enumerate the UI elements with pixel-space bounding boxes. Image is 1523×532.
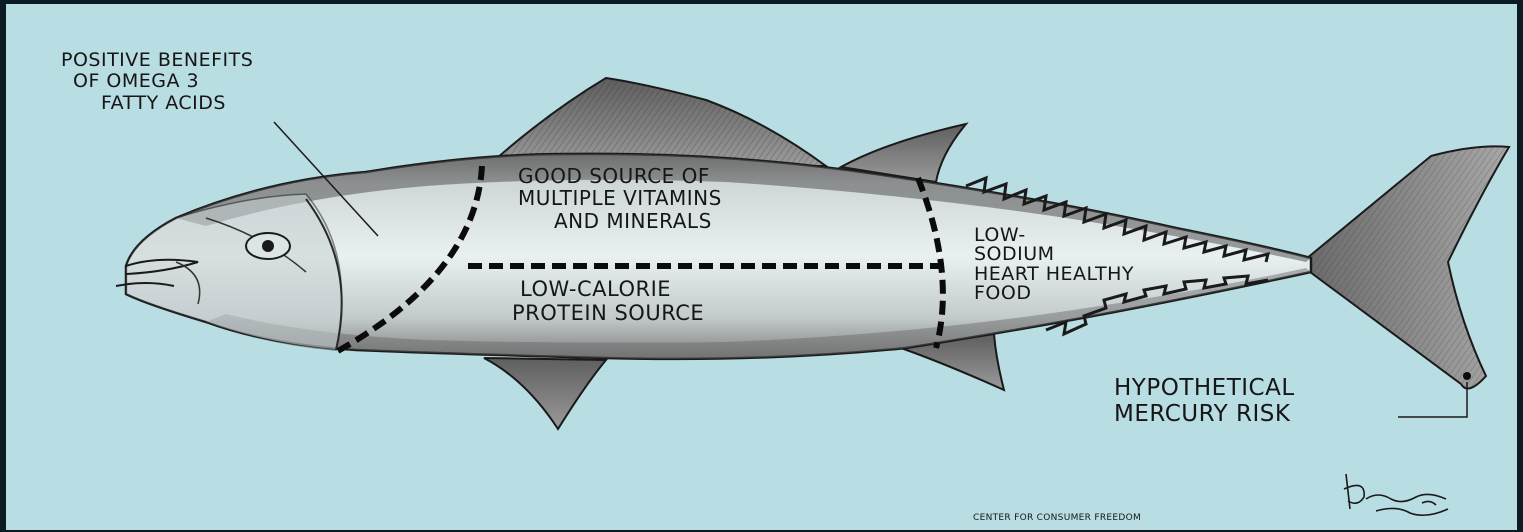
protein-label: LOW-CALORIE PROTEIN SOURCE	[512, 277, 704, 326]
protein-label-line: LOW-CALORIE	[512, 277, 704, 301]
omega-label-line: POSITIVE BENEFITS	[61, 50, 253, 71]
cartoon-panel: POSITIVE BENEFITS OF OMEGA 3 FATTY ACIDS…	[6, 4, 1517, 530]
sodium-label-line: FOOD	[974, 284, 1134, 303]
vitamins-label-line: GOOD SOURCE OF	[518, 165, 722, 187]
artist-signature-icon	[1336, 469, 1456, 524]
omega-label-line: OF OMEGA 3	[61, 71, 253, 92]
vitamins-label: GOOD SOURCE OF MULTIPLE VITAMINS AND MIN…	[518, 165, 722, 232]
sodium-label-line: SODIUM	[974, 245, 1134, 264]
vitamins-label-line: AND MINERALS	[518, 210, 722, 232]
mercury-label-line: HYPOTHETICAL	[1114, 376, 1295, 402]
mercury-pointer-line	[1398, 382, 1467, 417]
sodium-label: LOW- SODIUM HEART HEALTHY FOOD	[974, 226, 1134, 304]
omega-benefits-label: POSITIVE BENEFITS OF OMEGA 3 FATTY ACIDS	[61, 50, 253, 114]
mercury-risk-label: HYPOTHETICAL MERCURY RISK	[1114, 376, 1295, 428]
credit-text: CENTER FOR CONSUMER FREEDOM	[973, 513, 1141, 523]
vitamins-label-line: MULTIPLE VITAMINS	[518, 187, 722, 209]
fish-head	[126, 194, 342, 350]
mercury-label-line: MERCURY RISK	[1114, 402, 1295, 428]
protein-label-line: PROTEIN SOURCE	[512, 301, 704, 325]
pelvic-fin	[484, 358, 606, 429]
omega-label-line: FATTY ACIDS	[61, 93, 253, 114]
